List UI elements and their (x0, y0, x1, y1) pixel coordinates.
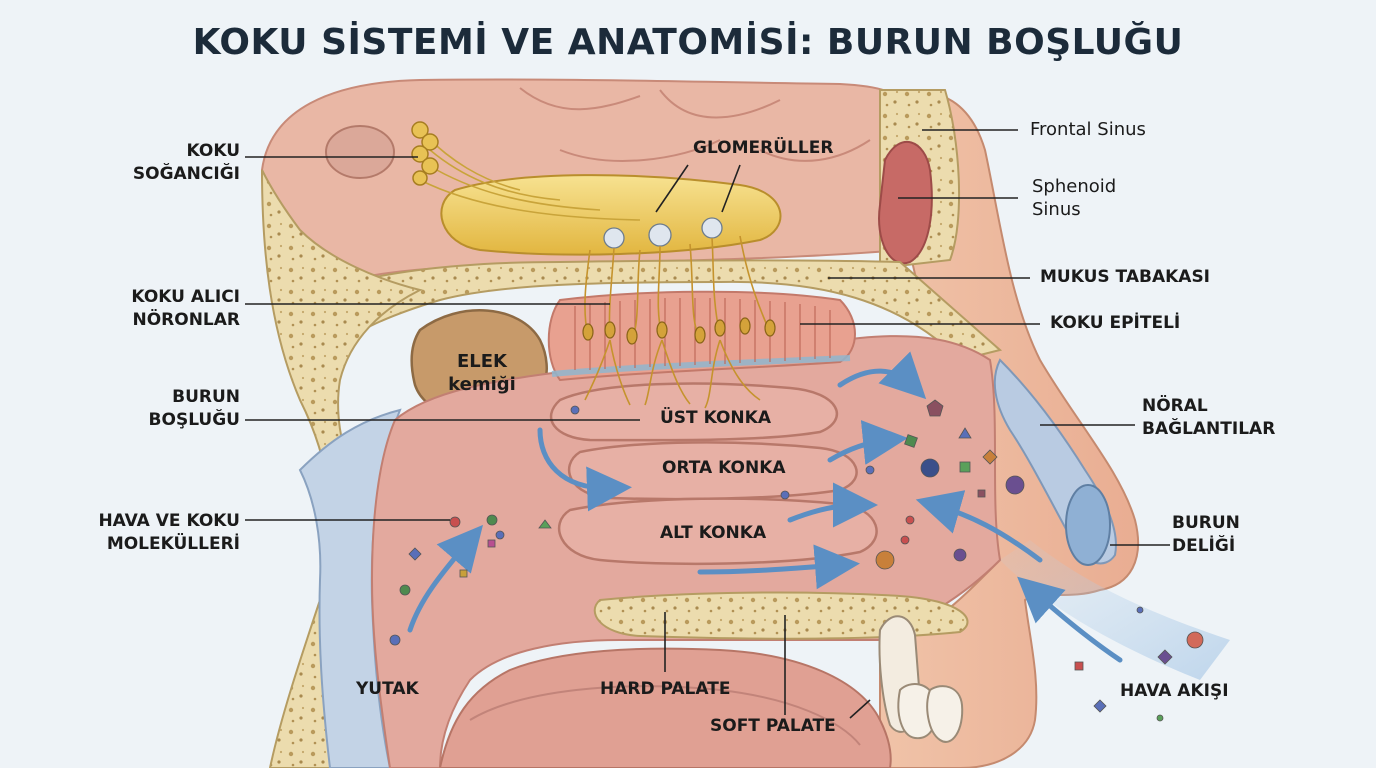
label-hava-akisi: HAVA AKIŞI (1120, 681, 1229, 701)
label-alt-konka: ALT KONKA (660, 523, 767, 543)
diagram-title: KOKU SİSTEMİ VE ANATOMİSİ: BURUN BOŞLUĞU (192, 22, 1184, 63)
label-koku-epiteli: KOKU EPİTELİ (1050, 313, 1181, 333)
label-hava-ve-koku-molekulleri: HAVA VE KOKU MOLEKÜLLERİ (98, 511, 240, 554)
label-frontal-sinus: Frontal Sinus (1030, 119, 1146, 140)
label-ust-konka: ÜST KONKA (660, 408, 771, 428)
label-hard-palate: HARD PALATE (600, 679, 731, 699)
leader-lines (245, 129, 1170, 719)
label-soft-palate: SOFT PALATE (710, 716, 836, 736)
bulb-cells (411, 121, 439, 186)
label-orta-konka: ORTA KONKA (662, 458, 786, 478)
superior-turbinate (549, 382, 839, 442)
cribriform-plate (298, 259, 1003, 362)
soft-palate (438, 647, 892, 768)
glomeruli (603, 217, 723, 249)
neuron-cell-bodies (582, 317, 776, 345)
label-glomeruller: GLOMERÜLLER (693, 138, 834, 158)
label-mukus-tabakasi: MUKUS TABAKASI (1040, 267, 1211, 287)
label-koku-alici-noronlar: KOKU ALICI NÖRONLAR (131, 287, 240, 330)
airflow-stream (1000, 540, 1230, 680)
nostril (1065, 484, 1111, 566)
label-yutak: YUTAK (356, 679, 419, 699)
label-elek-kemigi: ELEK kemiği (448, 351, 516, 395)
airflow-arrows (407, 351, 1123, 663)
odor-molecules (389, 399, 1204, 722)
frontal-sinus-cavity (878, 140, 933, 265)
hard-palate (593, 591, 969, 640)
label-burun-deligi: BURUN DELİĞİ (1172, 513, 1240, 556)
mucus-layer (551, 355, 851, 377)
receptor-neurons (584, 235, 771, 409)
label-burun-boslugu: BURUN BOŞLUĞU (148, 387, 240, 430)
teeth (878, 615, 964, 743)
brain-ventricle (325, 125, 395, 179)
pharynx-wall (298, 408, 402, 768)
label-koku-sogancigi: KOKU SOĞANCIĞI (132, 141, 240, 184)
label-noral-baglantilar: NÖRAL BAĞLANTILAR (1142, 396, 1276, 439)
label-sphenoid-sinus: Sphenoid Sinus (1032, 176, 1117, 220)
